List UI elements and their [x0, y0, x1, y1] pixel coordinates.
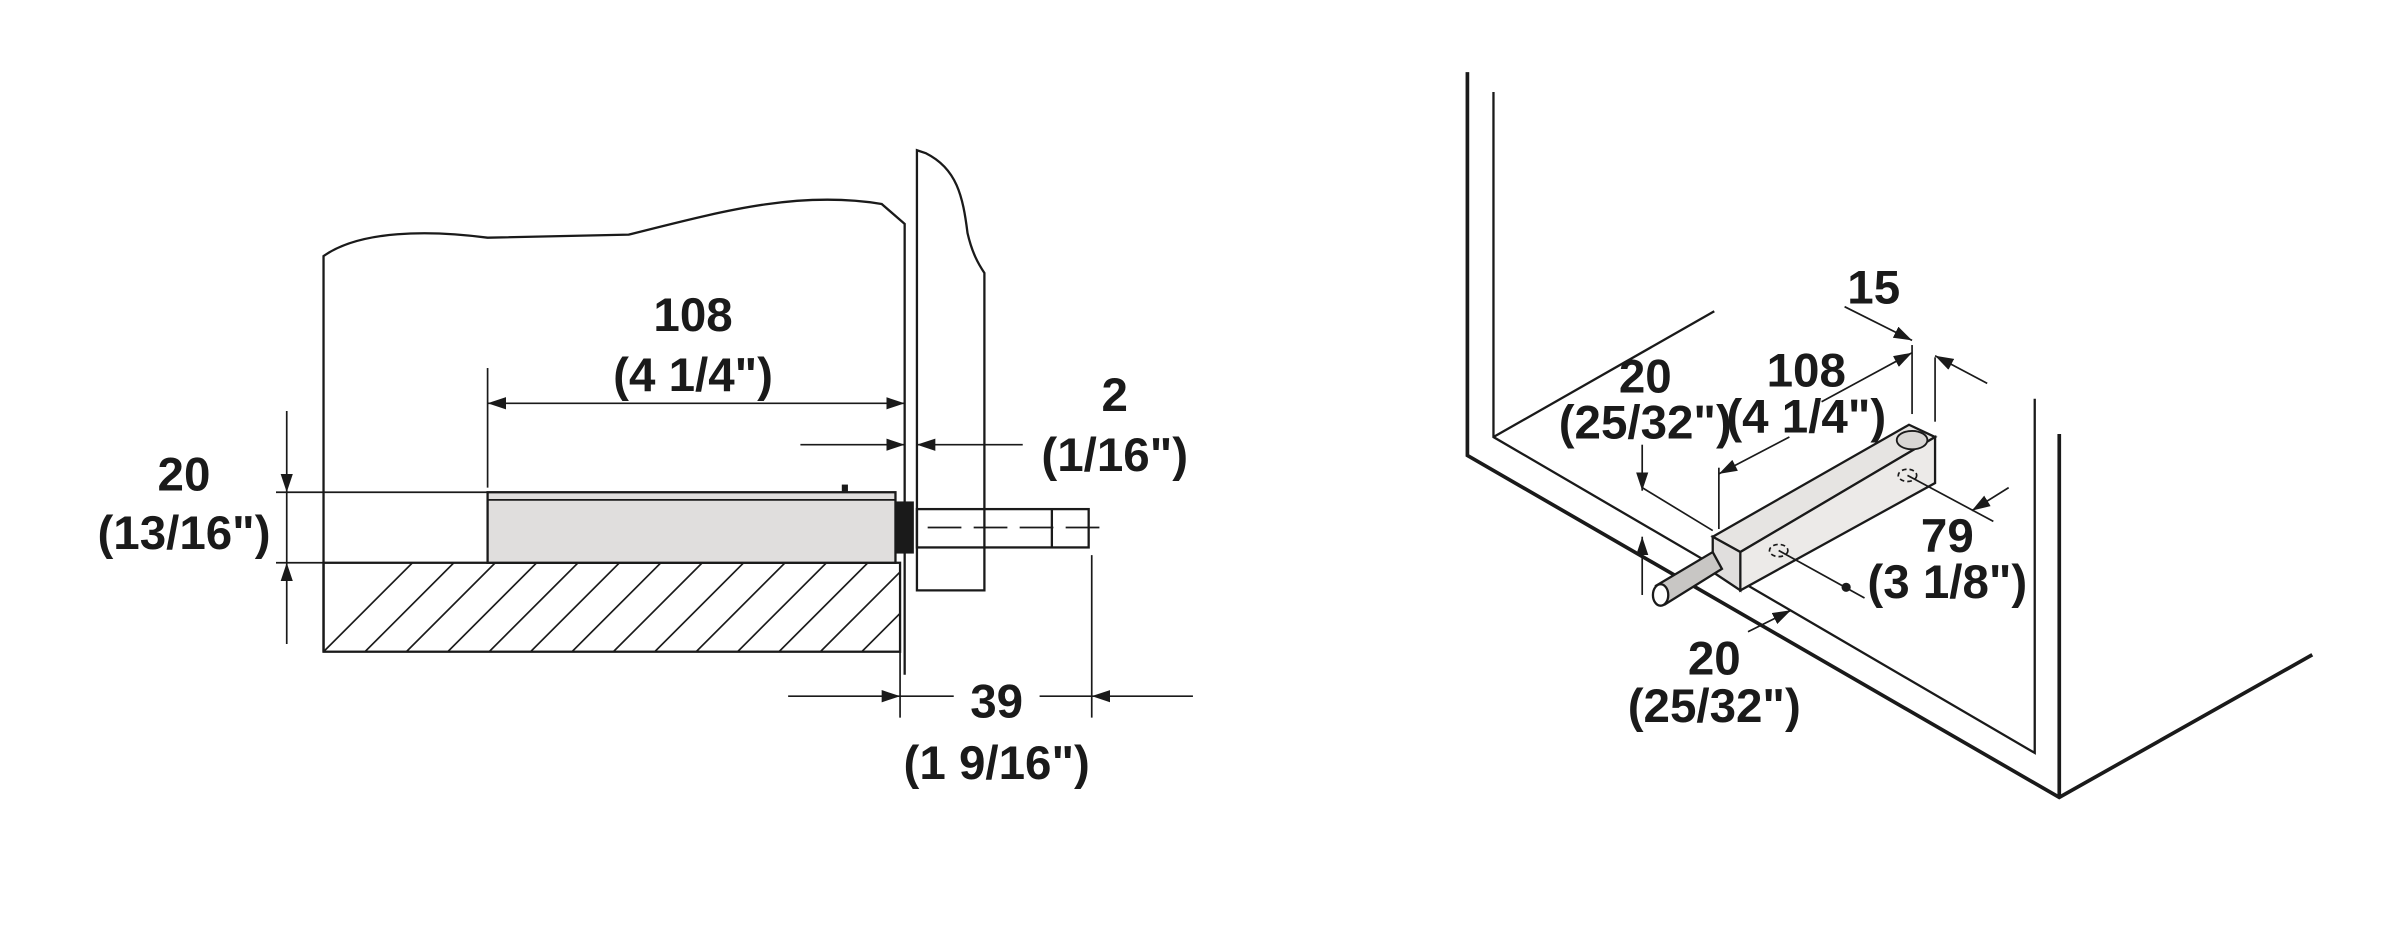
catch-body	[486, 484, 914, 564]
hatch-line	[529, 562, 621, 652]
dim-2-inch: (1/16")	[1041, 429, 1188, 482]
hatch-line	[654, 562, 745, 652]
dim-108-mm: 108	[653, 289, 732, 342]
iso-dim-20-inch: (25/32")	[1559, 397, 1732, 450]
iso-dim-108-mm: 108	[1767, 344, 1846, 397]
cabinet-side-outline	[322, 198, 906, 675]
hatch-line	[861, 612, 901, 652]
iso-dim-79-mm: 79	[1921, 510, 1974, 563]
hatch-line	[986, 563, 1075, 652]
dim-20-inch: (13/16")	[97, 507, 270, 560]
hatch-line	[778, 562, 869, 652]
plunger	[915, 507, 1101, 549]
dim-39-mm: 39	[970, 676, 1023, 729]
hatch-line	[488, 562, 579, 652]
iso-dim-20b-mm: 20	[1688, 633, 1741, 686]
hatch-line	[736, 562, 828, 652]
hatch-line	[571, 562, 662, 652]
cabinet-inner-edge	[1492, 92, 2036, 755]
iso-dim-20-mm: 20	[1619, 351, 1672, 404]
dim-door-gap: 2 (1/16")	[800, 369, 1188, 482]
dim-20-mm: 20	[158, 449, 211, 502]
hatch-line	[612, 562, 703, 652]
dim-108-inch: (4 1/4")	[613, 349, 773, 402]
cabinet-outer-edge	[1465, 72, 2314, 800]
hatch-line	[405, 562, 496, 652]
iso-dim-15-mm: 15	[1847, 262, 1900, 315]
hatch-line	[447, 562, 538, 652]
dim-39-inch: (1 9/16")	[904, 737, 1090, 790]
hatch-line	[364, 562, 455, 652]
iso-dim-20b-inch: (25/32")	[1628, 680, 1801, 733]
iso-dim-lines	[1636, 305, 2010, 633]
hatch-line	[323, 562, 414, 652]
dim-catch-height: 20 (13/16")	[97, 410, 488, 645]
iso-dim-108-inch: (4 1/4")	[1726, 390, 1886, 443]
door-panel	[915, 148, 986, 592]
iso-dim-79-inch: (3 1/8")	[1867, 556, 2027, 609]
dim-2-mm: 2	[1102, 369, 1128, 422]
cabinet-back-edge	[1492, 310, 1715, 439]
iso-catch	[1651, 423, 1938, 607]
hatch-line	[945, 563, 1034, 652]
hatch-line	[819, 570, 901, 652]
shelf-board-hatched	[322, 561, 1075, 653]
dim-catch-length: 108 (4 1/4")	[486, 289, 905, 488]
iso-view: 15 108 (4 1/4") 20 (25/32") 79 (3 1/8") …	[1465, 72, 2314, 800]
hatch-line	[695, 562, 786, 652]
side-view: 108 (4 1/4") 2 (1/16") 20 (13/16")	[97, 148, 1193, 790]
dim-plunger-projection: 39 (1 9/16")	[788, 555, 1193, 790]
